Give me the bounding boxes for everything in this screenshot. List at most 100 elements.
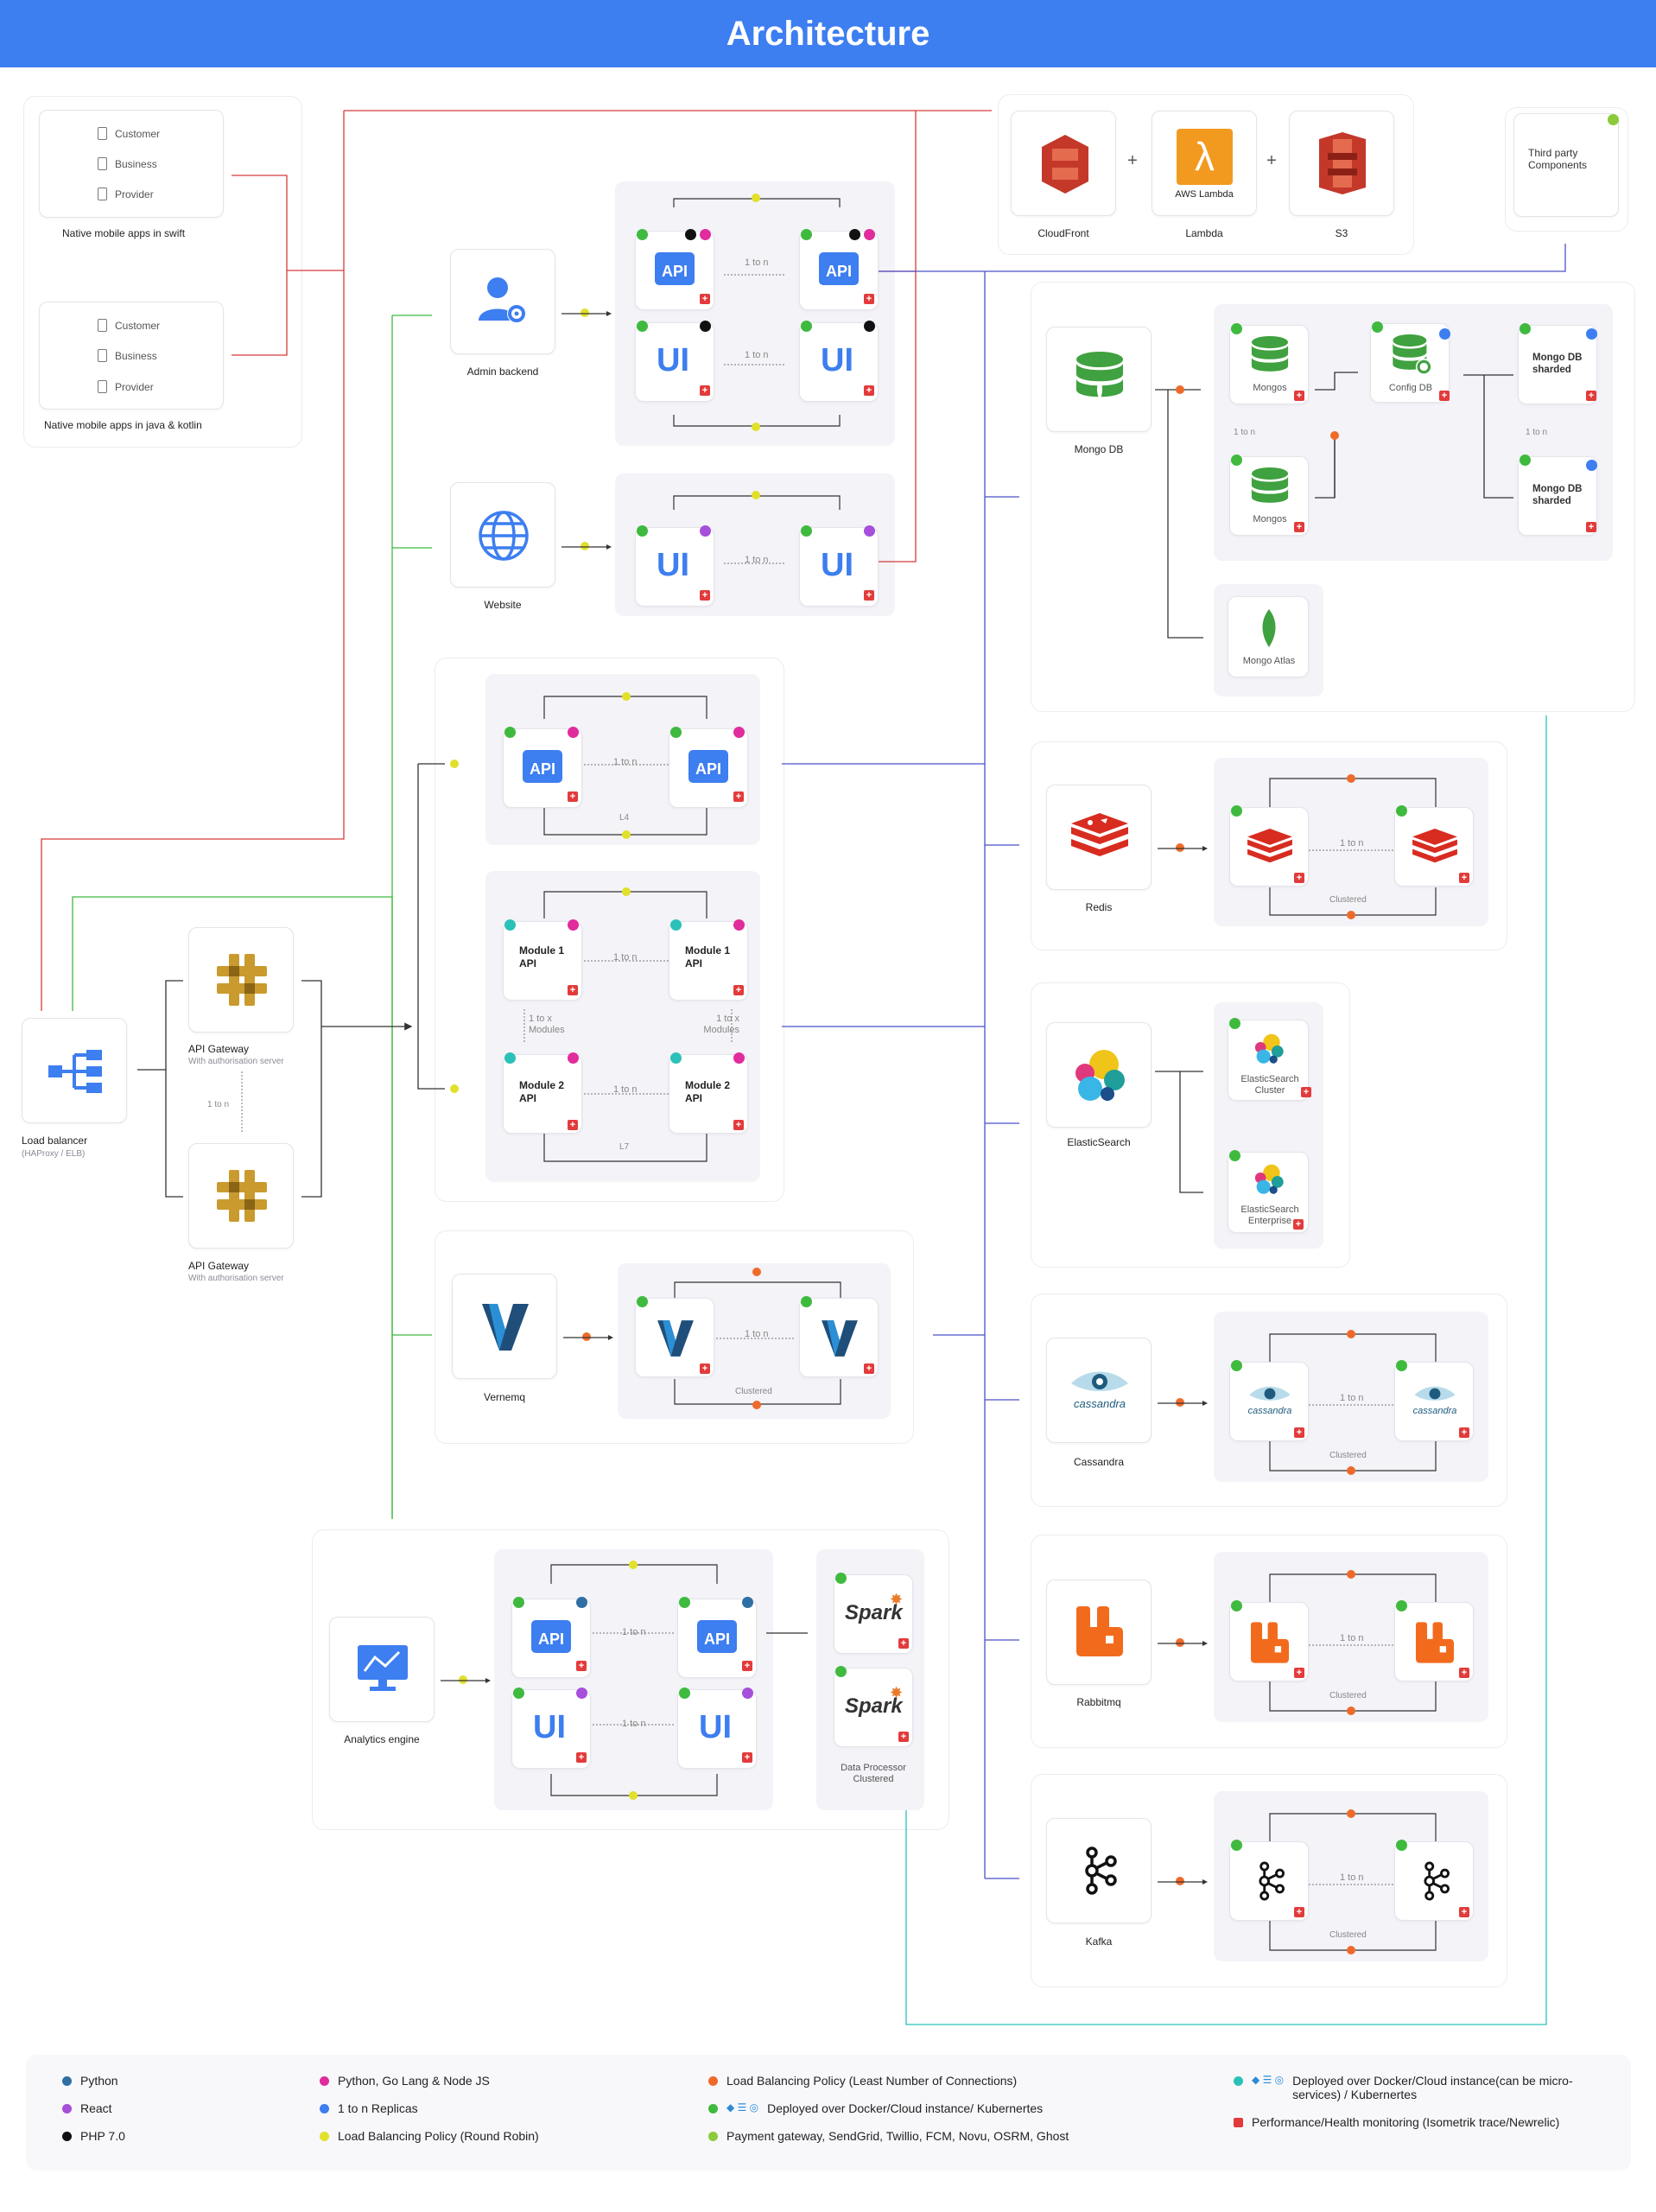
redis-node-1-icon bbox=[1247, 829, 1292, 863]
admin-api-link: 1 to n bbox=[745, 257, 769, 268]
kafka-node-1-monitor-icon: + bbox=[1294, 1907, 1304, 1917]
kafka-bottom-lb-dot bbox=[1347, 1946, 1355, 1955]
legend-react: React bbox=[62, 2101, 112, 2115]
admin-ui-2-black-dot bbox=[864, 321, 875, 332]
admin-ui-1-text: UI bbox=[657, 342, 689, 378]
rabbitmq-node-1-green-dot bbox=[1231, 1600, 1242, 1611]
kafka-icon bbox=[1085, 1847, 1117, 1895]
android-device-customer: Customer bbox=[98, 319, 160, 332]
kafka-node-2-icon bbox=[1424, 1861, 1450, 1901]
l4-api-2-pink-dot bbox=[733, 727, 745, 738]
kafka-label: Kafka bbox=[1085, 1936, 1113, 1948]
mongo-sharded-1-green-dot bbox=[1520, 323, 1531, 334]
rabbitmq-node-1-icon bbox=[1251, 1622, 1289, 1663]
analytics-api-2-navy-dot bbox=[742, 1597, 753, 1608]
rabbitmq-icon bbox=[1076, 1606, 1123, 1656]
load-balancer-card bbox=[22, 1018, 127, 1123]
mongos-1-green-dot bbox=[1231, 323, 1242, 334]
l7-module2-1-monitor-icon: + bbox=[568, 1120, 578, 1130]
android-label: Native mobile apps in java & kotlin bbox=[44, 419, 202, 431]
website-ui-2-green-dot bbox=[801, 525, 812, 537]
admin-api-1-badge: API bbox=[655, 252, 695, 285]
cloudfront-card bbox=[1011, 111, 1116, 216]
analytics-bottom-lb-dot bbox=[629, 1791, 638, 1800]
s3-icon bbox=[1319, 132, 1366, 194]
admin-api-1-card: API bbox=[635, 231, 714, 310]
s3-card bbox=[1289, 111, 1394, 216]
spark-2-monitor-icon: + bbox=[898, 1732, 909, 1742]
vernemq-node-1-green-dot bbox=[637, 1296, 648, 1307]
l7-module2-1-teal-dot bbox=[504, 1052, 516, 1064]
analytics-card bbox=[329, 1617, 435, 1722]
admin-ui-2-text: UI bbox=[821, 342, 853, 378]
website-ui-2-purple-dot bbox=[864, 525, 875, 537]
mongo-sharded-link: 1 to n bbox=[1526, 428, 1548, 437]
l7-modules-left: 1 to x Modules bbox=[529, 1014, 565, 1035]
lambda-card: λ AWS Lambda bbox=[1152, 111, 1257, 216]
admin-ui-1-black-dot bbox=[700, 321, 711, 332]
elastic-label: ElasticSearch bbox=[1067, 1136, 1131, 1148]
rabbitmq-node-2-monitor-icon: + bbox=[1459, 1668, 1469, 1678]
load-balancer-label: Load balancer bbox=[22, 1135, 88, 1147]
mongo-label: Mongo DB bbox=[1074, 443, 1124, 455]
elastic-enterprise-icon bbox=[1254, 1164, 1284, 1194]
elastic-cluster-card: ElasticSearch Cluster bbox=[1228, 1020, 1309, 1101]
admin-api-2-monitor-icon: + bbox=[864, 294, 874, 304]
cassandra-lb-dot bbox=[1176, 1398, 1184, 1407]
redis-tag: Clustered bbox=[1329, 895, 1367, 905]
rabbitmq-node-2-icon bbox=[1416, 1622, 1454, 1663]
admin-group bbox=[615, 181, 895, 446]
redis-bottom-lb-dot bbox=[1347, 911, 1355, 919]
mongo-sharded-2-green-dot bbox=[1520, 454, 1531, 466]
lambda-badge: AWS Lambda bbox=[1175, 189, 1234, 200]
mongo-sharded-2-label: Mongo DB sharded bbox=[1532, 484, 1583, 506]
admin-api-2-black-dot bbox=[849, 229, 860, 240]
admin-backend-label: Admin backend bbox=[466, 365, 539, 378]
cassandra-node-1-icon bbox=[1249, 1386, 1291, 1401]
website-ui-2-monitor-icon: + bbox=[864, 590, 874, 601]
legend-micro: ◆ ☰ ◎Deployed over Docker/Cloud instance… bbox=[1234, 2074, 1596, 2101]
api-gateway-2-sub: With authorisation server bbox=[188, 1274, 284, 1283]
l7-module1-1-monitor-icon: + bbox=[568, 985, 578, 995]
mongo-card bbox=[1046, 327, 1152, 432]
l4-api-1-monitor-icon: + bbox=[568, 791, 578, 802]
legend-docker: ◆ ☰ ◎Deployed over Docker/Cloud instance… bbox=[708, 2101, 1043, 2115]
l7-module1-1-teal-dot bbox=[504, 919, 516, 931]
rabbitmq-node-2-green-dot bbox=[1396, 1600, 1407, 1611]
mongo-atlas-card: Mongo Atlas bbox=[1228, 596, 1309, 677]
analytics-api-1-badge: API bbox=[531, 1620, 571, 1653]
cassandra-node-2-brand: cassandra bbox=[1412, 1406, 1457, 1416]
load-balancer-icon bbox=[48, 1050, 102, 1093]
redis-link: 1 to n bbox=[1340, 838, 1364, 849]
load-balancer-sub: (HAProxy / ELB) bbox=[22, 1149, 86, 1159]
globe-icon bbox=[479, 511, 529, 561]
vernemq-card bbox=[452, 1274, 557, 1379]
legend: Python React PHP 7.0 Python, Go Lang & N… bbox=[26, 2055, 1631, 2171]
analytics-api-1-green-dot bbox=[513, 1597, 524, 1608]
cloudfront-icon bbox=[1042, 135, 1088, 194]
elastic-enterprise-green-dot bbox=[1229, 1150, 1240, 1161]
mongos-1-card: Mongos bbox=[1229, 325, 1309, 404]
l7-module2-2-teal-dot bbox=[670, 1052, 682, 1064]
mongos-1-label: Mongos bbox=[1253, 383, 1287, 393]
admin-ui-2-green-dot bbox=[801, 321, 812, 332]
analytics-label: Analytics engine bbox=[344, 1733, 420, 1745]
vernemq-link: 1 to n bbox=[745, 1329, 769, 1339]
website-top-lb-dot bbox=[752, 491, 760, 499]
l7-tag: L7 bbox=[619, 1142, 630, 1152]
admin-ui-1-green-dot bbox=[637, 321, 648, 332]
kafka-link: 1 to n bbox=[1340, 1872, 1364, 1883]
redis-label: Redis bbox=[1085, 901, 1113, 913]
redis-icon bbox=[1071, 813, 1128, 856]
ios-device-business: Business bbox=[98, 157, 157, 170]
analytics-ui-1-purple-dot bbox=[576, 1688, 587, 1699]
spark-2-card: Spark✸ bbox=[834, 1668, 913, 1747]
rabbitmq-top-lb-dot bbox=[1347, 1570, 1355, 1579]
lambda-label: Lambda bbox=[1185, 227, 1223, 239]
config-db-icon bbox=[1393, 334, 1432, 375]
admin-api-2-green-dot bbox=[801, 229, 812, 240]
analytics-api-2-monitor-icon: + bbox=[742, 1661, 752, 1671]
mongos-1-icon bbox=[1251, 336, 1289, 372]
mongo-atlas-label: Mongo Atlas bbox=[1242, 656, 1296, 666]
l4-top-lb-dot bbox=[622, 692, 631, 701]
